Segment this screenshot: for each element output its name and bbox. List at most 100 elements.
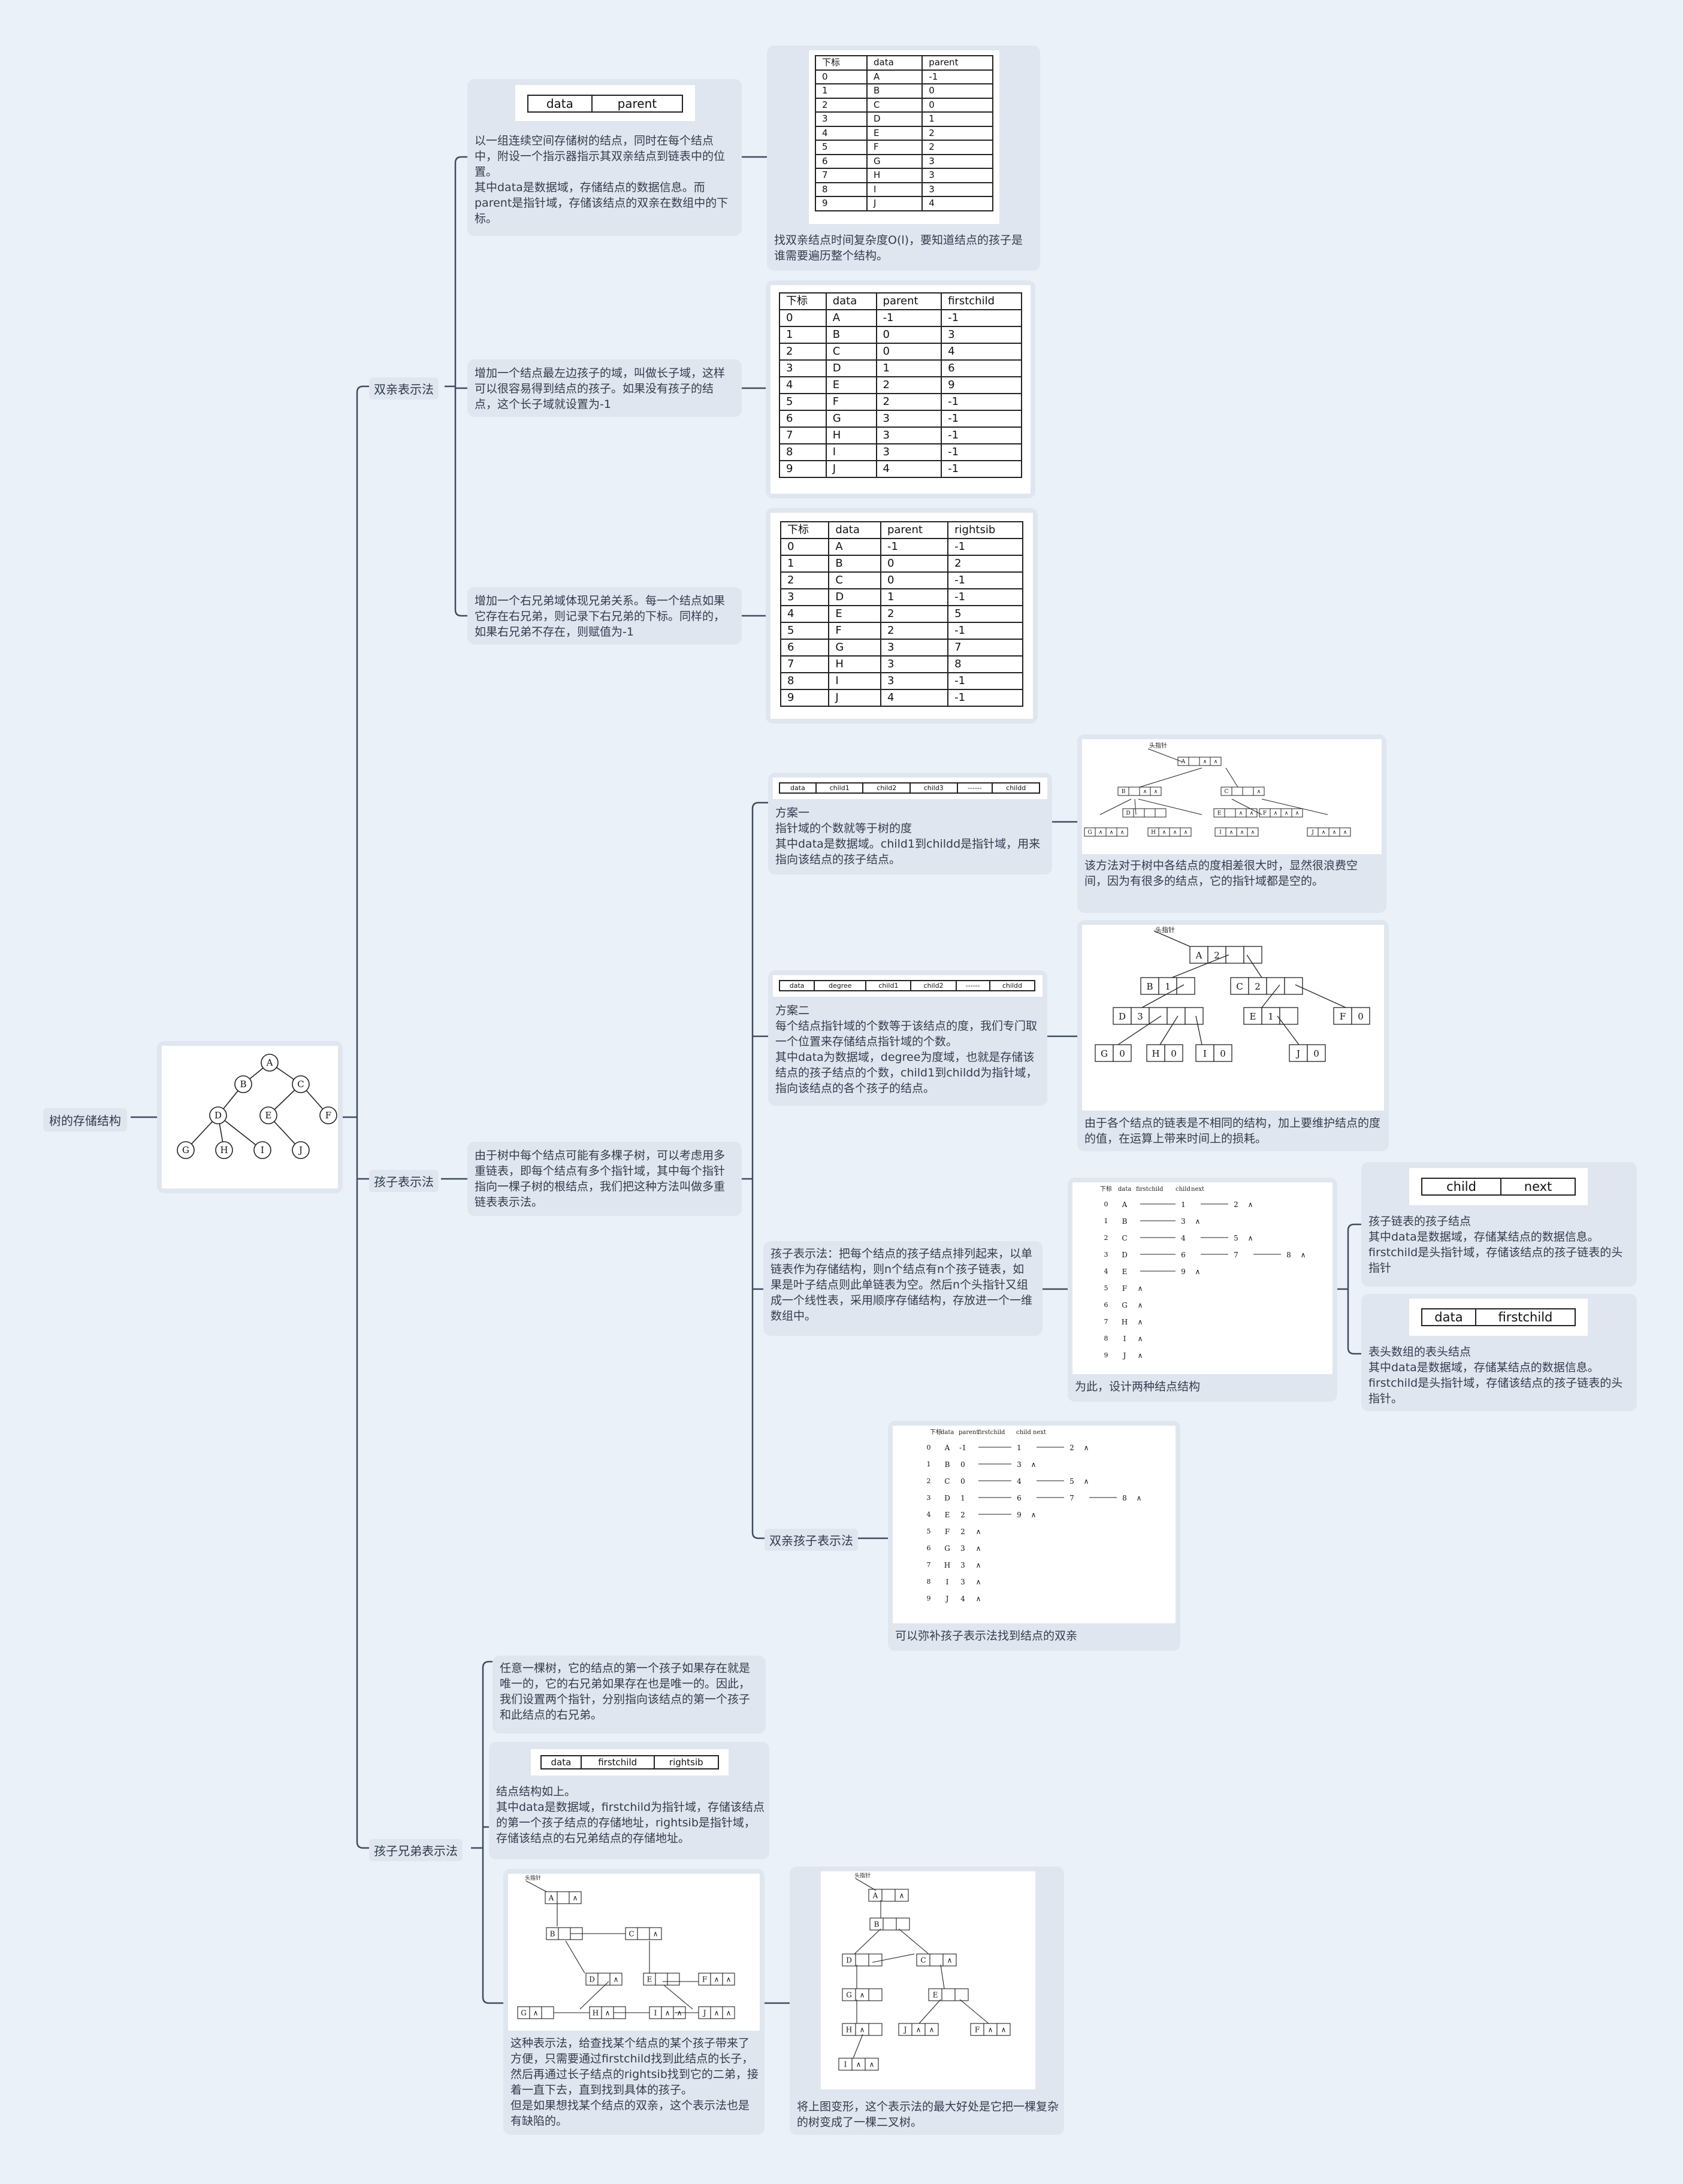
p1-node-b-cell <box>1128 787 1140 796</box>
table-cell: 1 <box>880 588 949 606</box>
pc-index: 6 <box>927 1544 931 1552</box>
table-cell: F <box>866 140 923 155</box>
table-cell: D <box>866 111 923 127</box>
pc-child-text: 1 <box>1017 1444 1022 1452</box>
pc-hdr-parent: parent <box>959 1429 979 1436</box>
sb-node-d-text: D <box>589 1975 595 1983</box>
sb-node-h-text: H <box>593 2008 599 2017</box>
pc-next-cell <box>1132 1491 1146 1504</box>
pc-next-cell <box>1027 1441 1040 1454</box>
cr-child-cell <box>1228 1231 1244 1244</box>
pc-hdr-data: data <box>941 1429 954 1436</box>
branch-child-method[interactable]: 孩子表示法 <box>369 1170 439 1192</box>
bt-node-d-cell <box>868 1953 883 1967</box>
sb-node-a-text: ∧ <box>573 1893 578 1902</box>
bt-node-a-text: ∧ <box>899 1891 905 1899</box>
bt-node-b-cell <box>896 1917 910 1931</box>
p2-node-e-text: E <box>1250 1011 1256 1022</box>
pc-child-text: 5 <box>1069 1477 1074 1486</box>
cr-null: ∧ <box>1138 1318 1143 1326</box>
bt-node-i-text: I <box>844 2060 847 2068</box>
table-cell: 9 <box>779 689 830 707</box>
sb-node-g-cell <box>541 2006 554 2019</box>
bt-node-e-cell <box>954 1988 969 2001</box>
pc-null: ∧ <box>976 1561 981 1569</box>
cr-child-text: 6 <box>1181 1251 1186 1259</box>
table-cell: 9 <box>779 460 827 478</box>
sb-node-e-cell <box>655 1973 668 1986</box>
bt-node-d-cell <box>855 1953 869 1967</box>
parent-child-method-label[interactable]: 双亲孩子表示法 <box>765 1529 858 1551</box>
pc-next-cell <box>1080 1441 1093 1454</box>
pc-parent-cell <box>955 1523 971 1539</box>
p1-node-e-cell <box>1224 808 1236 818</box>
table-cell: E <box>866 125 923 141</box>
cr-index: 0 <box>1104 1200 1108 1208</box>
table-cell: 8 <box>779 672 830 690</box>
table-cell: 2 <box>814 97 868 113</box>
plan2-note: 由于各个结点的链表是不相同的结构，加上要维护结点的度的值，在运算上带来时间上的损… <box>1084 1117 1381 1145</box>
cr-data-cell <box>1117 1296 1132 1313</box>
sb-node-b-cell <box>558 1927 571 1940</box>
p1-node-c-text: ∧ <box>1257 789 1261 795</box>
p2-node-f-cell <box>1351 1007 1370 1025</box>
p2-node-b-text: 1 <box>1165 981 1171 992</box>
pc-hdr-child: child <box>1016 1429 1031 1436</box>
p1-node-f-text: ∧ <box>1295 810 1300 816</box>
sb-node-c-cell <box>637 1927 650 1940</box>
cr-data-cell <box>1117 1229 1132 1246</box>
table-cell: I <box>828 672 881 690</box>
table-cell: B <box>828 555 881 573</box>
p1-node-h-text: ∧ <box>1184 830 1188 836</box>
pc-index: 3 <box>927 1494 931 1502</box>
p2-node-h-text: H <box>1152 1048 1159 1059</box>
pc-data-text: A <box>944 1444 950 1452</box>
table-cell: 2 <box>880 622 949 640</box>
sb-node-f-cell <box>722 1973 735 1986</box>
p2-node-a-cell <box>1243 946 1262 964</box>
table-cell: 1 <box>875 359 942 377</box>
example-tree-card: A B C D E F G H I J <box>157 1041 343 1193</box>
bt-node-g-text: ∧ <box>860 1991 865 1999</box>
root-node[interactable]: 树的存储结构 <box>43 1108 127 1132</box>
bt-node-a-text: A <box>872 1891 878 1899</box>
table-cell: 6 <box>941 359 1022 377</box>
sb-node-a-cell <box>557 1891 570 1904</box>
pc-index: 1 <box>927 1460 931 1468</box>
pc-child-cell <box>1011 1491 1027 1504</box>
cr-data-cell <box>1117 1263 1132 1279</box>
pc-parent-text: 3 <box>960 1561 965 1569</box>
pc-parent-cell <box>955 1472 971 1489</box>
p1-node-i-text: I <box>1219 830 1222 836</box>
table-cell: -1 <box>947 672 1023 690</box>
bt-node-i-text: ∧ <box>856 2060 862 2068</box>
cr-index: 8 <box>1104 1335 1108 1342</box>
table-cell: 6 <box>814 153 868 169</box>
cr-index: 3 <box>1104 1251 1108 1259</box>
bt-node-c-cell <box>942 1953 957 1967</box>
pc-ptr-cell <box>971 1573 986 1590</box>
cr-next-cell <box>1191 1265 1204 1278</box>
head-node-desc: 表头数组的表头结点 其中data是数据域，存储某结点的数据信息。 firstch… <box>1368 1345 1623 1405</box>
p1-node-b-cell <box>1150 787 1162 796</box>
cr-hdr-data: data <box>1118 1186 1131 1193</box>
branch-sibling-method[interactable]: 孩子兄弟表示法 <box>369 1839 463 1861</box>
branch-parent-method[interactable]: 双亲表示法 <box>369 377 439 400</box>
table-cell: F <box>828 622 881 640</box>
cr-data-text: I <box>1123 1335 1126 1343</box>
cr-ptr-cell <box>1132 1347 1148 1363</box>
p2-node-i-text: I <box>1203 1048 1207 1059</box>
plan1-field-0: data <box>779 782 817 794</box>
table-cell: 1 <box>921 111 993 127</box>
table-cell: 0 <box>779 538 830 556</box>
cr-next-cell <box>1244 1197 1257 1211</box>
pc-parent-text: 0 <box>960 1477 965 1486</box>
table-cell: 8 <box>947 655 1023 673</box>
cr-child-text: 7 <box>1234 1251 1238 1259</box>
